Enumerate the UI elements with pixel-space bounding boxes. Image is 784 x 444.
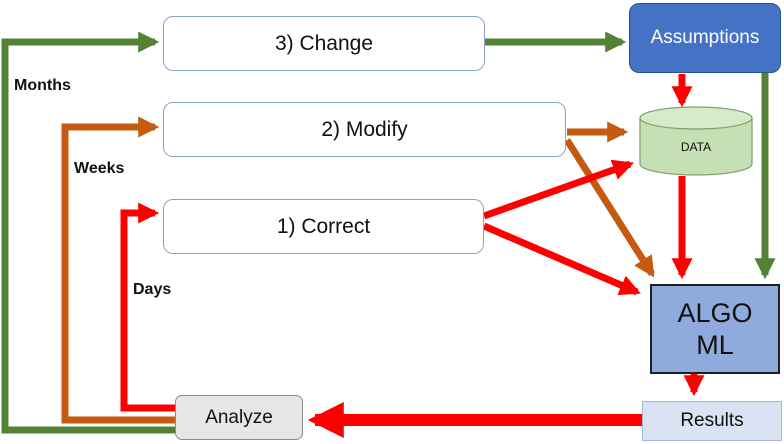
step-modify-box: 2) Modify — [163, 102, 566, 157]
days-loop-arrow — [120, 202, 175, 412]
algo-ml-box: ALGO ML — [650, 284, 780, 374]
days-label: Days — [133, 281, 172, 298]
weeks-label: Weeks — [74, 160, 125, 177]
results-box: Results — [642, 401, 782, 441]
algo-label: ALGO — [677, 297, 753, 328]
analyze-box: Analyze — [175, 395, 303, 440]
results-label: Results — [680, 410, 744, 431]
step-change-label: 3) Change — [274, 31, 374, 55]
analyze-label: Analyze — [205, 406, 273, 428]
step-change-box: 3) Change — [163, 16, 485, 71]
assumptions-label: Assumptions — [650, 27, 760, 48]
assumptions-box: Assumptions — [629, 3, 781, 73]
months-loop-arrow — [1, 31, 175, 434]
correct-to-algo-arrow — [482, 222, 641, 296]
ml-label: ML — [696, 330, 734, 360]
correct-to-data-arrow — [482, 159, 634, 220]
modify-to-algo-arrow — [564, 138, 655, 278]
months-label: Months — [14, 77, 71, 94]
data-label: DATA — [680, 140, 712, 154]
step-correct-box: 1) Correct — [163, 199, 484, 254]
data-cylinder — [639, 106, 753, 176]
weeks-loop-arrow — [61, 116, 175, 424]
data-label-box: DATA — [640, 132, 752, 162]
step-correct-label: 1) Correct — [276, 214, 371, 238]
step-modify-label: 2) Modify — [321, 117, 408, 141]
